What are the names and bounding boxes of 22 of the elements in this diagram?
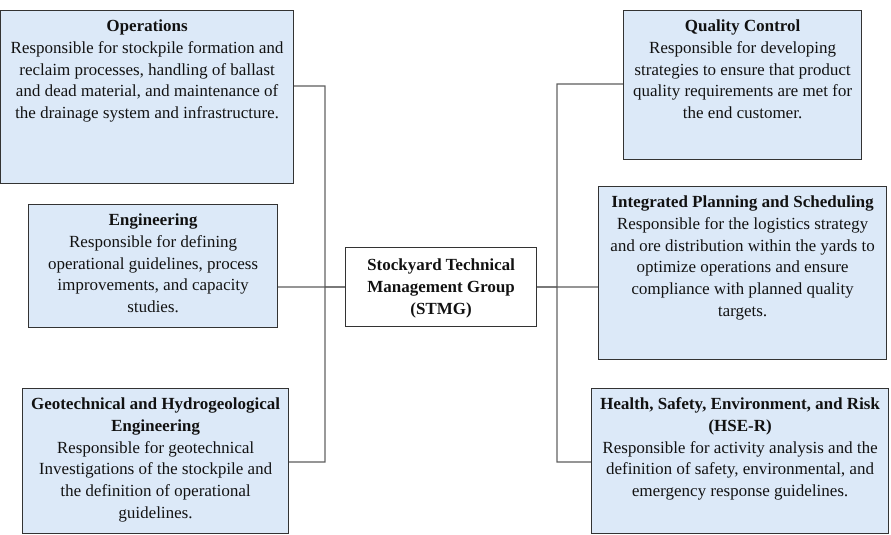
department-title: Health, Safety, Environment, and Risk (HSE-R) bbox=[599, 393, 881, 436]
department-description: Responsible for the logistics strategy and ore distribution within the yards to optimize operations and ensure compliance with planned quality targets. bbox=[609, 212, 876, 322]
department-box bbox=[0, 10, 294, 184]
department-title: Integrated Planning and Scheduling bbox=[611, 191, 874, 213]
department-title: Engineering bbox=[108, 209, 198, 231]
department-description: Responsible for activity analysis and the definition of safety, environmental, and emergency response guidelines. bbox=[601, 436, 879, 502]
connector-line bbox=[537, 286, 591, 463]
department-title: Geotechnical and Hydrogeological Engineering bbox=[30, 393, 281, 436]
department-description: Responsible for stockpile formation and reclaim processes, handling of ballast and dead material, and maintenance of the drainage system and infrastructure. bbox=[10, 36, 284, 124]
department-box bbox=[598, 186, 887, 360]
connector-line bbox=[289, 286, 345, 463]
department-title: Quality Control bbox=[684, 15, 800, 37]
department-title: Operations bbox=[106, 15, 188, 37]
department-description: Responsible for geotechnical Investigations of the stockpile and the definition of operational guidelines. bbox=[38, 436, 274, 524]
group-box bbox=[345, 247, 537, 327]
department-box bbox=[28, 204, 278, 328]
department-box bbox=[22, 388, 289, 534]
department-description: Responsible for developing strategies to ensure that product quality requirements are met for the end customer. bbox=[632, 36, 854, 124]
department-box bbox=[623, 10, 862, 160]
department-description: Responsible for defining operational guidelines, process improvements, and capacity studies. bbox=[46, 230, 260, 318]
group-title: Stockyard Technical Management Group (STMG) bbox=[366, 254, 516, 320]
department-box bbox=[591, 388, 889, 534]
